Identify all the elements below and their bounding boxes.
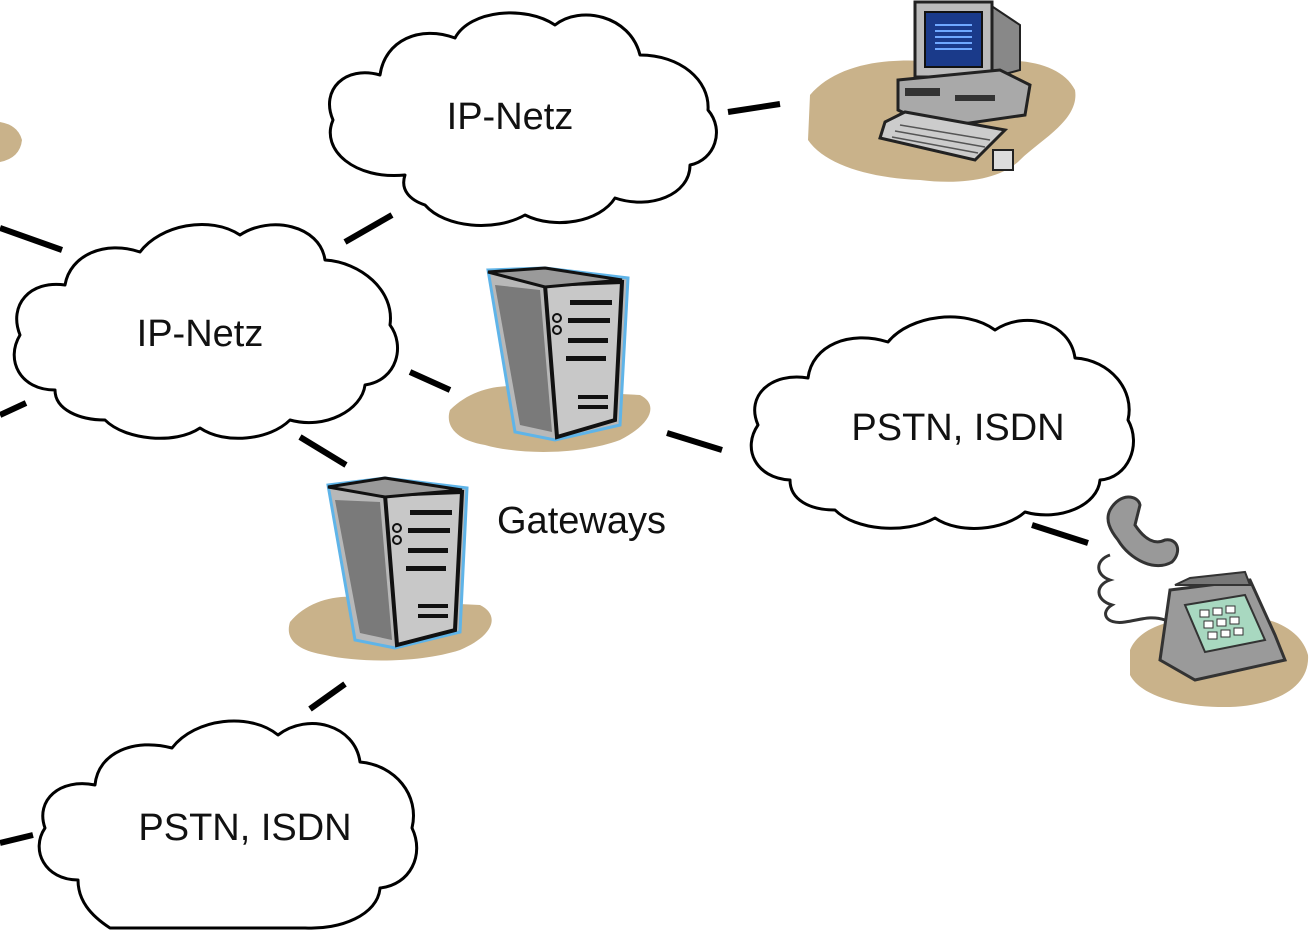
server-2-led-2 <box>392 535 402 545</box>
telephone-cord <box>1097 553 1166 624</box>
telephone-keys <box>1199 605 1244 640</box>
server-1-top <box>487 266 623 289</box>
telephone-cradle <box>1174 570 1252 586</box>
link-ip-top-to-computer <box>727 101 781 115</box>
server-1-led <box>552 313 562 323</box>
desktop-computer-icon <box>808 0 1076 182</box>
link-gateway-2-to-pstn-bottom <box>308 681 347 712</box>
server-1-side-shading <box>495 285 552 432</box>
cloud-pstn-bottom-label: PSTN, ISDN <box>138 807 351 849</box>
link-ip-left-to-gateway-1 <box>408 369 452 393</box>
cloud-pstn-isdn-right: PSTN, ISDN <box>749 315 1135 530</box>
computer-monitor-screen <box>924 11 983 68</box>
link-gateway-1-to-pstn-right <box>666 430 723 453</box>
cloud-ip-left-label: IP-Netz <box>137 313 264 355</box>
cloud-ip-top-label: IP-Netz <box>447 96 574 138</box>
link-left-edge-to-ip-left <box>0 225 64 253</box>
link-ip-left-to-ip-top <box>343 212 394 245</box>
server-2-led <box>392 523 402 533</box>
cloud-ip-netz-left: IP-Netz <box>12 222 399 440</box>
cloud-ip-top-shape <box>328 11 718 227</box>
cloud-pstn-right-label: PSTN, ISDN <box>851 407 1064 449</box>
computer-drive <box>905 88 940 96</box>
cloud-pstn-isdn-bottom: PSTN, ISDN <box>37 719 419 930</box>
server-2-slots <box>406 510 452 618</box>
server-tower-icon-2 <box>288 476 492 661</box>
computer-drive-2 <box>955 95 995 101</box>
telephone-icon <box>1097 495 1309 708</box>
link-left-edge-lower-to-ip-left <box>0 400 28 418</box>
server-tower-icon <box>448 266 651 452</box>
link-ip-left-to-gateway-2 <box>298 434 348 468</box>
computer-keyboard <box>878 110 1009 162</box>
computer-mouse <box>992 149 1014 171</box>
server-1-led-2 <box>552 325 562 335</box>
server-1-slots <box>566 300 612 409</box>
telephone-handset <box>1106 495 1180 568</box>
link-left-edge-to-pstn-bottom <box>0 832 34 846</box>
computer-keys <box>891 124 991 154</box>
server-2-top <box>327 476 463 499</box>
gateways-label: Gateways <box>497 500 666 542</box>
server-2-side-shading <box>335 500 392 640</box>
offscreen-device-shadow <box>0 122 22 162</box>
cloud-ip-left-shape <box>12 222 399 440</box>
cloud-pstn-right-shape <box>749 315 1135 530</box>
computer-monitor-side <box>989 3 1021 80</box>
cloud-ip-netz-top: IP-Netz <box>328 11 718 227</box>
connection-lines <box>0 101 1089 846</box>
link-pstn-right-to-telephone <box>1031 522 1089 546</box>
cloud-pstn-bottom-shape <box>37 719 419 930</box>
computer-screen-lines <box>935 24 972 50</box>
